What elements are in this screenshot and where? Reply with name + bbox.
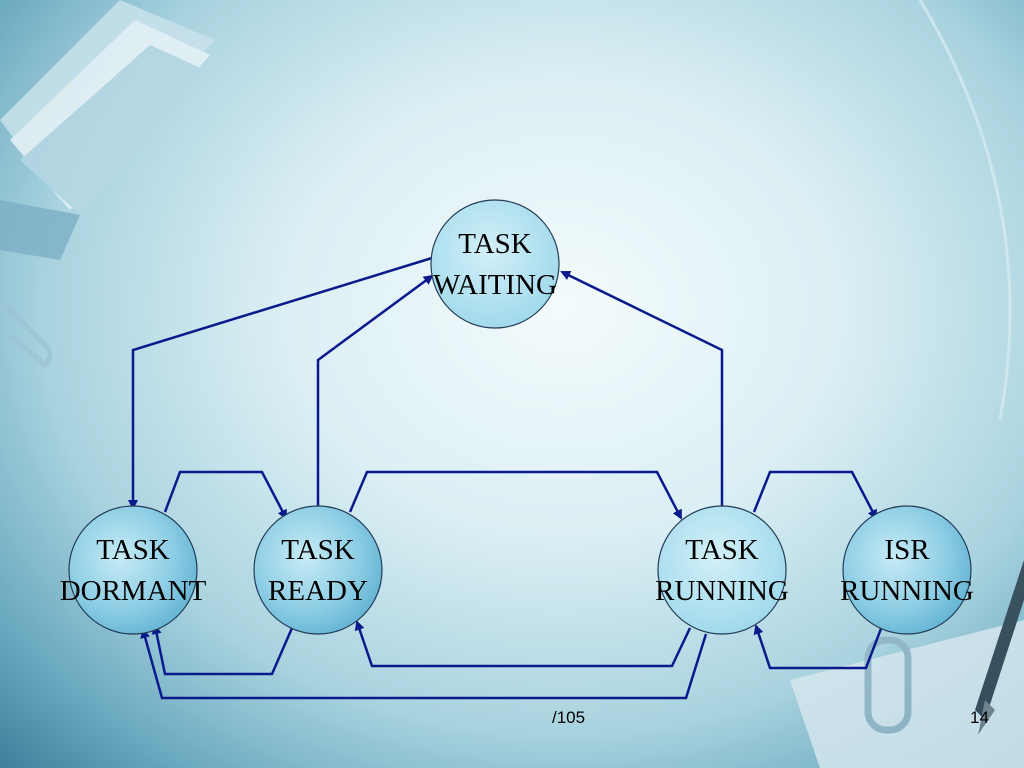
arrow-ready-to-dormant	[151, 624, 294, 676]
node-label-line2: WAITING	[433, 269, 557, 301]
node-label-line1: TASK	[281, 534, 354, 566]
transitions	[128, 256, 884, 700]
node-label-line2: RUNNING	[840, 575, 974, 607]
book-illustration	[0, 0, 215, 260]
arrow-running-to-waiting	[560, 270, 724, 508]
paper-clip-illustration	[0, 298, 53, 369]
node-label-line2: DORMANT	[60, 575, 207, 607]
node-label-line1: TASK	[96, 534, 169, 566]
node-label-line2: READY	[268, 575, 368, 607]
node-task-waiting: TASK WAITING	[430, 199, 560, 329]
decorative-arc	[918, 0, 1012, 421]
node-task-ready: TASK READY	[253, 505, 383, 635]
node-task-dormant: TASK DORMANT	[60, 505, 207, 635]
arrow-waiting-to-dormant	[128, 256, 433, 510]
arrow-running-to-dormant	[140, 628, 708, 700]
node-task-running: TASK RUNNING	[655, 505, 789, 635]
node-isr-running: ISR RUNNING	[840, 505, 974, 635]
node-label-line1: TASK	[685, 534, 758, 566]
page-total-reference: /105	[552, 708, 586, 727]
arrow-ready-to-waiting	[316, 274, 434, 506]
arrow-running-to-ready	[354, 620, 692, 668]
slide-number: 14	[970, 708, 989, 727]
arrow-ready-to-running	[348, 470, 683, 520]
node-label-line2: RUNNING	[655, 575, 789, 607]
arrow-dormant-to-ready	[163, 470, 288, 520]
arrow-isr-to-running	[753, 624, 884, 670]
arrow-running-to-isr	[752, 470, 878, 520]
node-label-line1: ISR	[884, 534, 930, 566]
node-label-line1: TASK	[458, 228, 531, 260]
paper-pen-illustration	[790, 560, 1024, 768]
